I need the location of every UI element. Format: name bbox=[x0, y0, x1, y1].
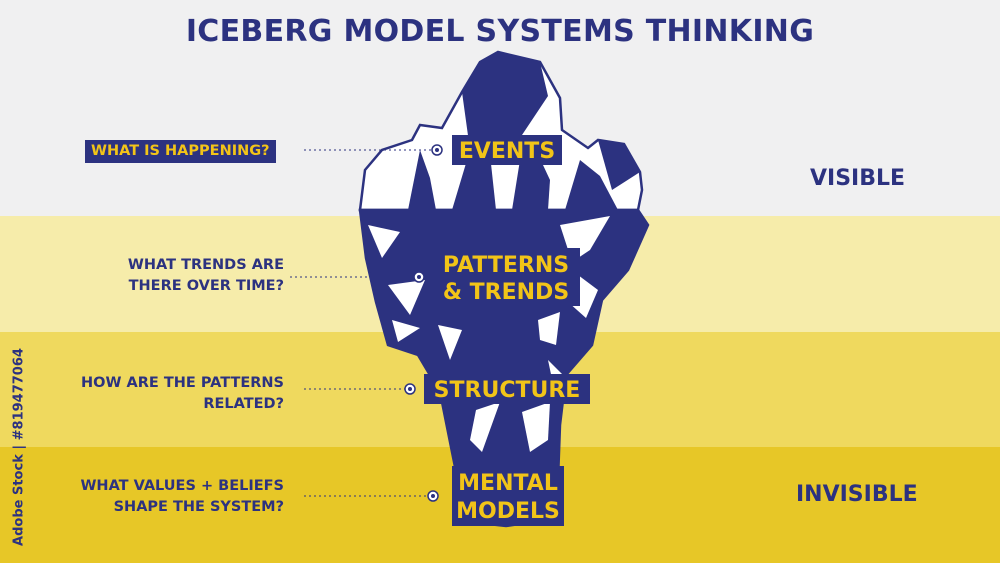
level-events-label: EVENTS bbox=[459, 139, 555, 164]
stock-credit: Adobe Stock | #819477064 bbox=[4, 330, 34, 563]
level-patterns-label-line1: PATTERNS bbox=[443, 253, 569, 278]
level-patterns-label-line2: & TRENDS bbox=[443, 280, 569, 305]
question-patterns: WHAT TRENDS ARE THERE OVER TIME? bbox=[128, 255, 284, 297]
leader-lines bbox=[290, 149, 432, 497]
question-mental-models-line2: SHAPE THE SYSTEM? bbox=[113, 499, 284, 515]
stock-credit-text: Adobe Stock | #819477064 bbox=[11, 347, 27, 546]
question-mental-models-line1: WHAT VALUES + BELIEFS bbox=[80, 478, 284, 494]
level-mental-models-label-line1: MENTAL bbox=[458, 471, 558, 496]
leader-markers bbox=[404, 144, 443, 502]
invisible-label: INVISIBLE bbox=[796, 482, 918, 507]
question-structure: HOW ARE THE PATTERNS RELATED? bbox=[81, 373, 284, 415]
diagram-title: ICEBERG MODEL SYSTEMS THINKING bbox=[185, 14, 815, 49]
question-structure-line1: HOW ARE THE PATTERNS bbox=[81, 375, 284, 391]
level-mental-models-label-line2: MODELS bbox=[456, 499, 560, 524]
question-structure-line2: RELATED? bbox=[203, 396, 284, 412]
question-patterns-line1: WHAT TRENDS ARE bbox=[127, 257, 284, 273]
level-structure-label: STRUCTURE bbox=[434, 378, 581, 403]
visible-label: VISIBLE bbox=[810, 166, 906, 191]
question-events: WHAT IS HAPPENING? bbox=[85, 140, 276, 163]
question-patterns-line2: THERE OVER TIME? bbox=[128, 278, 284, 294]
question-mental-models: WHAT VALUES + BELIEFS SHAPE THE SYSTEM? bbox=[80, 476, 284, 518]
